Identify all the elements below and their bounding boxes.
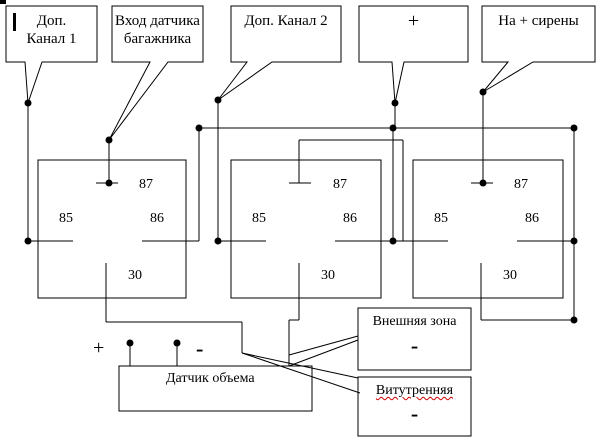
callout-ch1 (5, 5, 98, 104)
relay1-pin30: 30 (128, 268, 142, 283)
relay1-pin86: 86 (150, 211, 164, 226)
wires (27, 92, 575, 394)
junction-dots (24, 88, 578, 347)
relay3-pin85: 85 (434, 211, 448, 226)
callout-ch2 (217, 5, 342, 101)
relay3-pin86: 86 (525, 211, 539, 226)
callout-ch1-text: Доп. Канал 1 (6, 12, 97, 48)
callout-ch2-text: Доп. Канал 2 (244, 13, 328, 29)
relay-box-3 (412, 159, 564, 299)
relay1-pin85: 85 (59, 211, 73, 226)
relay2-pin30: 30 (321, 268, 335, 283)
sensor-minus-sign: - (196, 336, 204, 361)
inner-zone-label: Витутренняя (375, 383, 454, 398)
callout-ch1-bar (13, 13, 16, 31)
sensor-label: Датчик объема (166, 371, 255, 386)
callout-ch1-line2: Канал 1 (26, 31, 77, 47)
inner-zone-sign: - (410, 401, 419, 426)
callout-trunk-line2: багажника (123, 31, 192, 47)
relay1-pin87: 87 (139, 177, 153, 192)
callout-trunk (108, 5, 204, 141)
callout-trunk-text: Вход датчика багажника (112, 12, 203, 48)
sensor-box (118, 365, 313, 412)
relay3-pin87: 87 (514, 177, 528, 192)
relay2-pin86: 86 (343, 211, 357, 226)
outer-zone-sign: - (410, 333, 419, 358)
callout-plus (358, 5, 469, 104)
relay3-pin30: 30 (503, 268, 517, 283)
callout-ch1-line1: Доп. (36, 13, 67, 29)
callout-siren (481, 5, 596, 93)
outer-zone-label: Внешняя зона (372, 314, 457, 329)
relay2-pin87: 87 (333, 177, 347, 192)
relay-box-2 (230, 159, 382, 299)
callout-plus-text: + (407, 10, 420, 32)
corner-marker (0, 0, 6, 4)
callout-trunk-line1: Вход датчика (115, 13, 200, 29)
outer-zone-box (357, 307, 472, 371)
sensor-plus-sign: + (93, 337, 105, 359)
inner-zone-box (357, 376, 472, 437)
relay2-pin85: 85 (252, 211, 266, 226)
callout-siren-text: На + сирены (498, 13, 579, 29)
inner-zone-label-wrap: Витутренняя (358, 383, 471, 399)
relay-box-1 (37, 159, 187, 299)
